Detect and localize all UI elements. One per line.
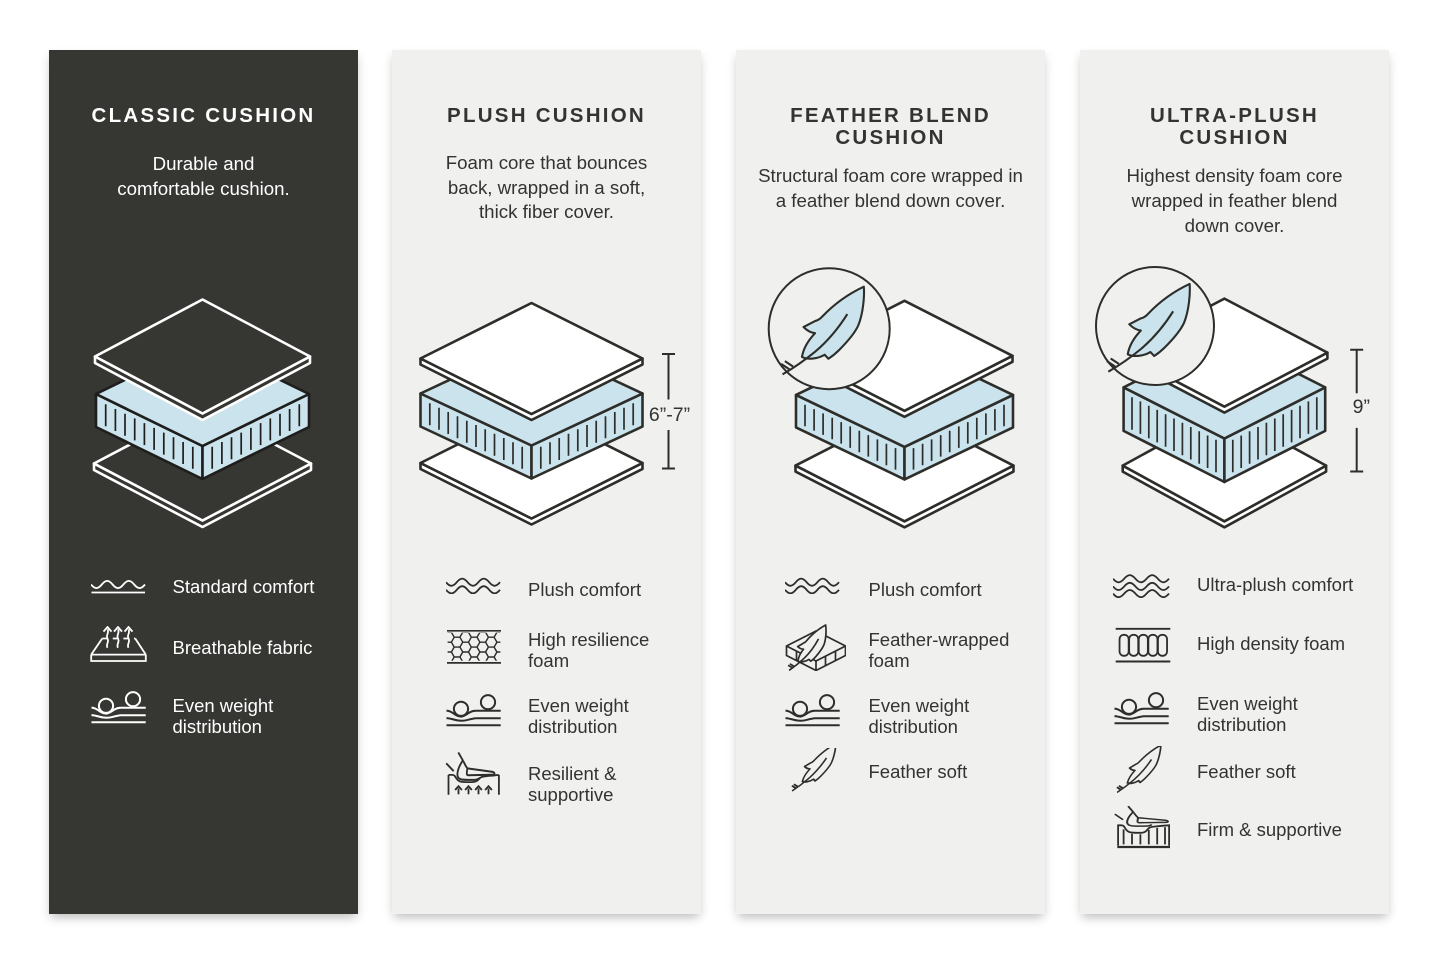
svg-text:9”: 9” (1353, 396, 1370, 418)
svg-text:6”-7”: 6”-7” (649, 404, 690, 426)
